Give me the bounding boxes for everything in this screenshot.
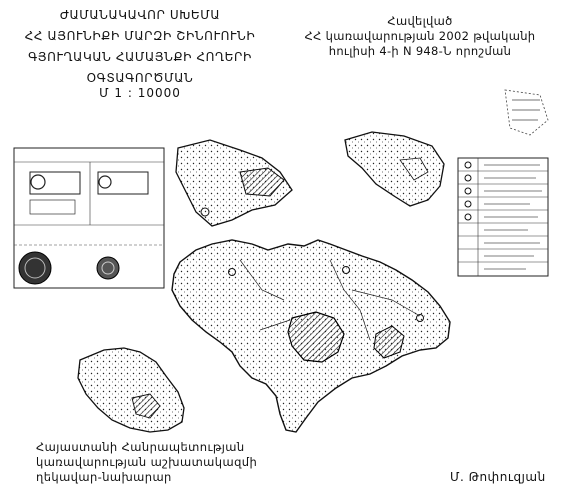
map-parcel-bottom-left	[77, 347, 185, 433]
map-title: ԺԱՄԱՆԱԿԱՎՈՐ ՍԽԵՄԱ	[59, 8, 221, 22]
map-parcel-top-center	[175, 139, 293, 227]
legend-stamps-box	[13, 147, 165, 289]
legend-list-right	[457, 89, 549, 277]
map-scale: Մ 1 : 10000	[99, 86, 181, 100]
signature-title-block: Հայաստանի Հանրապետության կառավարության ա…	[36, 440, 257, 485]
signature-title-line-3: ղեկավար-նախարար	[36, 470, 172, 484]
appendix-reference-line-2: հուլիսի 4-ի N 948-Ն որոշման	[328, 44, 512, 58]
map-subtitle-line-1: ՀՀ ԱՅՈՒՆԻՔԻ ՄԱՐԶԻ ՇԻՆՈՒՈՒՆԻ	[24, 29, 256, 43]
map-subtitle-line-2: ԳՅՈՒՂԱԿԱՆ ՀԱՄԱՅՆՔԻ ՀՈՂԵՐԻ	[28, 50, 252, 64]
header-right: Հավելված ՀՀ կառավարության 2002 թվականի հ…	[285, 14, 555, 59]
signatory-name: Մ. Թոփուզյան	[450, 470, 546, 484]
appendix-label: Հավելված	[387, 14, 453, 28]
signature-title-line-1: Հայաստանի Հանրապետության	[36, 440, 245, 454]
map-subtitle-line-3: ՕԳՏԱԳՈՐԾՄԱՆ	[86, 71, 194, 85]
map-parcel-main	[171, 239, 451, 433]
header-left: ԺԱՄԱՆԱԿԱՎՈՐ ՍԽԵՄԱ ՀՀ ԱՅՈՒՆԻՔԻ ՄԱՐԶԻ ՇԻՆՈ…	[0, 8, 280, 92]
map-parcel-top-right	[344, 131, 445, 207]
signature-title-line-2: կառավարության աշխատակազմի	[36, 455, 258, 469]
appendix-reference-line-1: ՀՀ կառավարության 2002 թվականի	[304, 29, 536, 43]
